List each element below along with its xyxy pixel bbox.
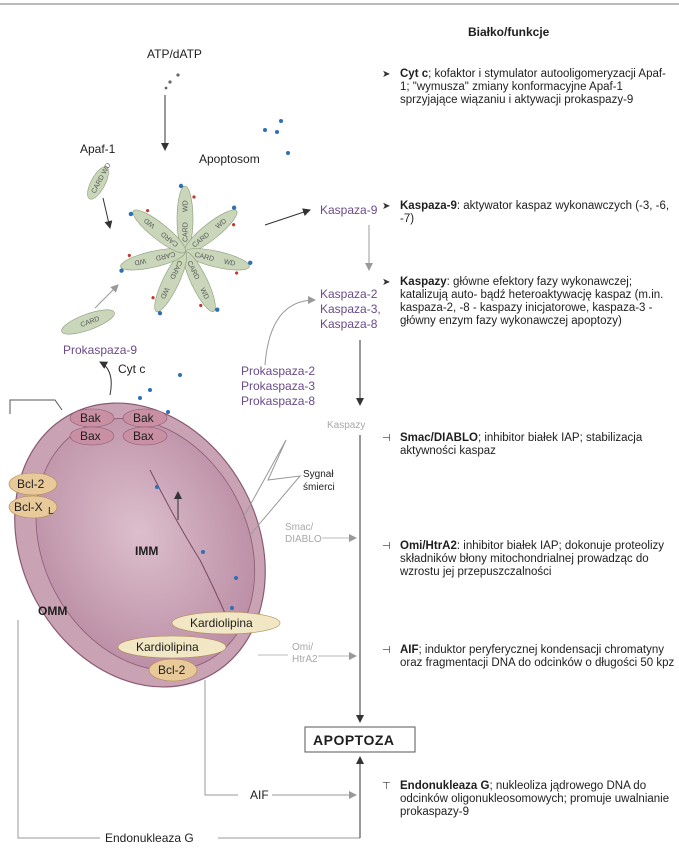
svg-text:Bcl-2: Bcl-2 xyxy=(17,477,45,491)
procaspase9-shape: CARD xyxy=(59,305,117,339)
smierci-label: śmierci xyxy=(303,482,335,493)
procaspases-to-caspases-arrow xyxy=(265,300,315,365)
svg-text:Bcl-X: Bcl-X xyxy=(14,500,43,514)
panel-title: Białko/funkcje xyxy=(468,25,550,39)
inhibit-icon: ⊣ xyxy=(382,644,391,657)
bclxl-left: Bcl-X L xyxy=(9,496,57,518)
desc-kaspazy: ➤ Kaspazy: główne efektory fazy wykonawc… xyxy=(400,276,675,328)
kaspaza9-label: Kaspaza-9 xyxy=(320,203,378,217)
apaf1-monomer: CARD WD xyxy=(83,160,114,202)
aif-path xyxy=(205,680,238,795)
prokaspaza9-label: Prokaspaza-9 xyxy=(63,343,137,357)
svg-text:Kardiolipina: Kardiolipina xyxy=(190,616,253,630)
bcl2-lower: Bcl-2 xyxy=(149,659,197,681)
kardiolipina-upper: Kardiolipina xyxy=(172,612,280,634)
svg-text:Bak: Bak xyxy=(133,411,155,425)
atp-dot xyxy=(127,254,131,258)
svg-text:Kardiolipina: Kardiolipina xyxy=(136,640,199,654)
atp-dots xyxy=(165,73,180,89)
omi-label: Omi/ xyxy=(292,642,313,653)
svg-text:Bak: Bak xyxy=(80,411,102,425)
bullet-icon: ➤ xyxy=(382,68,390,81)
desc-cytc: ➤ Cyt c; kofaktor i stymulator autooligo… xyxy=(400,68,675,107)
apoptosom-label: Apoptosom xyxy=(199,152,260,166)
svg-text:Bax: Bax xyxy=(80,429,101,443)
atp-dot xyxy=(192,195,195,198)
svg-text:Bax: Bax xyxy=(133,429,154,443)
atp-dot xyxy=(151,296,155,300)
kaspaza8-label: Kaspaza-8 xyxy=(320,317,378,331)
desc-smac: ⊣ Smac/DIABLO; inhibitor białek IAP; sta… xyxy=(400,432,675,458)
bullet-icon: ➤ xyxy=(382,276,390,289)
omm-label: OMM xyxy=(38,604,67,618)
diablo-label: DIABLO xyxy=(285,534,322,545)
kaspazy-label: Kaspazy xyxy=(327,420,365,431)
svg-text:L: L xyxy=(48,506,54,517)
atp-dot xyxy=(235,271,239,275)
apaf1-label: Apaf-1 xyxy=(80,142,116,156)
bullet-icon: ➤ xyxy=(382,200,390,213)
apoptosom-dots xyxy=(263,119,290,155)
desc-endonukleaza: ⊤ Endonukleaza G; nukleoliza jądrowego D… xyxy=(400,780,675,819)
atp-dot xyxy=(231,222,235,226)
bcl2-left: Bcl-2 xyxy=(9,473,57,495)
apoptoza-label: APOPTOZA xyxy=(313,732,395,748)
smac-label: Smac/ xyxy=(285,522,314,533)
wd-domain-label: WD xyxy=(183,200,190,212)
prokaspaza2-label: Prokaspaza-2 xyxy=(241,364,315,378)
card-domain-label: CARD xyxy=(183,222,190,242)
prokaspaza3-label: Prokaspaza-3 xyxy=(241,379,315,393)
sygnal-label: Sygnał xyxy=(303,469,334,480)
apaf1-arrow xyxy=(103,198,110,228)
endonukleaza-label: Endonukleaza G xyxy=(105,831,194,845)
aif-label: AIF xyxy=(250,788,269,802)
membrane-pore-line xyxy=(10,400,62,414)
inhibit-icon: ⊣ xyxy=(382,432,391,445)
kaspaza2-label: Kaspaza-2 xyxy=(320,287,378,301)
cytc-dot xyxy=(179,184,183,188)
cytc-label: Cyt c xyxy=(118,362,145,376)
kardiolipina-lower: Kardiolipina xyxy=(118,636,226,658)
atp-dot xyxy=(199,303,203,307)
prokaspaza8-label: Prokaspaza-8 xyxy=(241,394,315,408)
kaspaza3-label: Kaspaza-3, xyxy=(320,302,381,316)
inhibit-icon: ⊣ xyxy=(382,540,391,553)
svg-text:Bcl-2: Bcl-2 xyxy=(158,663,186,677)
procaspase9-arrow xyxy=(95,285,118,308)
atp-label: ATP/dATP xyxy=(147,47,202,61)
cytc-release-arrow xyxy=(100,362,111,395)
desc-omi: ⊣ Omi/HtrA2: inhibitor białek IAP; dokon… xyxy=(400,540,675,579)
inhibit-icon: ⊤ xyxy=(382,780,391,793)
desc-kaspaza9: ➤ Kaspaza-9: aktywator kaspaz wykonawczy… xyxy=(400,200,675,226)
imm-label: IMM xyxy=(135,544,158,558)
atp-dot xyxy=(145,208,149,212)
htra2-label: HtrA2 xyxy=(292,654,318,665)
apoptosome-to-caspase9-arrow xyxy=(265,210,310,225)
desc-aif: ⊣ AIF; induktor peryferycznej kondensacj… xyxy=(400,644,675,670)
apoptosome-wheel: CARDWDCARDWDCARDWDCARDWDCARDWDCARDWDCARD… xyxy=(116,184,253,318)
